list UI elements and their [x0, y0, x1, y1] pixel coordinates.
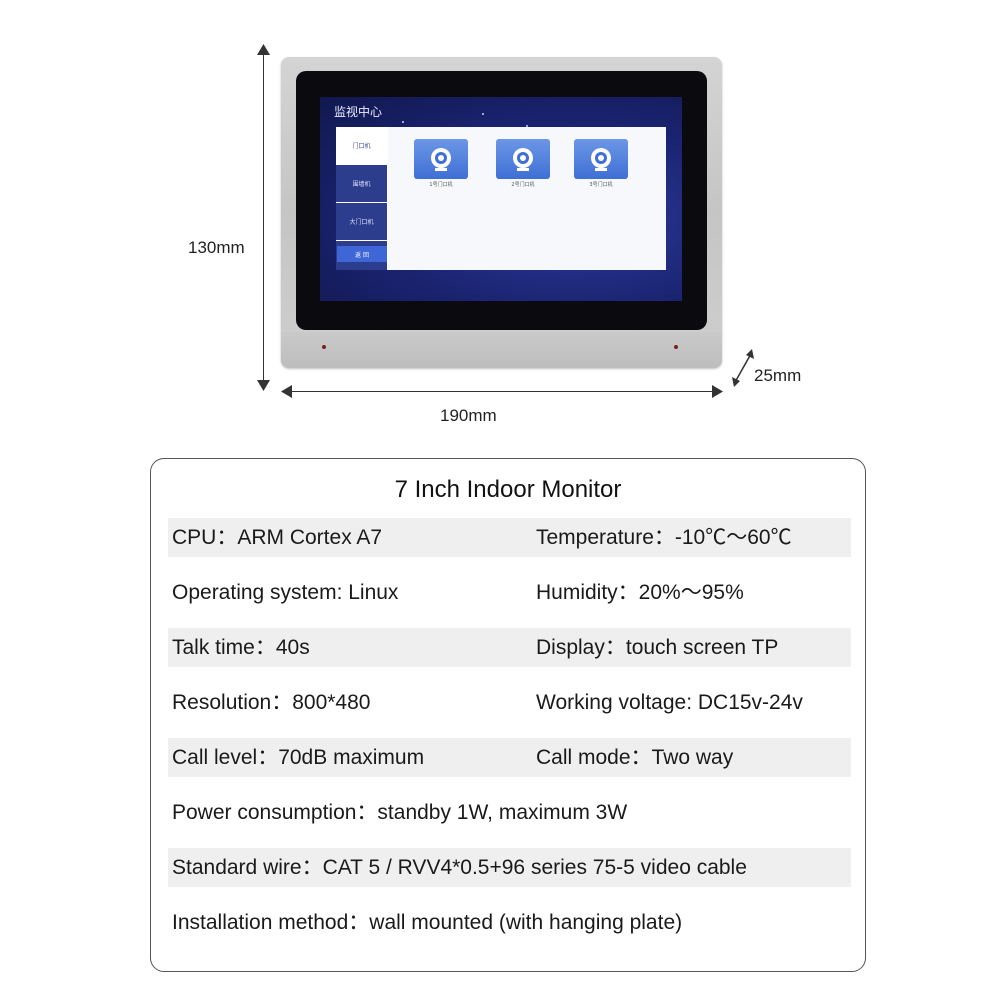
camera-label-1: 1号门口机 — [429, 182, 453, 188]
screen-sparkle — [482, 113, 484, 115]
height-dimension-line — [263, 50, 264, 388]
spec-cell-left: CPU：ARM Cortex A7 — [172, 526, 383, 549]
spec-row: Power consumption：standby 1W, maximum 3W — [168, 793, 851, 832]
screen-bezel: 监视中心 门口机 围墙机 大门口机 网络摄像机 1号门口机 2号门口机 — [296, 71, 707, 330]
spec-row: Call level：70dB maximum Call mode：Two wa… — [168, 738, 851, 777]
width-dimension-line — [284, 391, 722, 392]
screen-sparkle — [402, 121, 404, 123]
camera-label-2: 2号门口机 — [511, 182, 535, 188]
depth-dimension-icon — [732, 349, 754, 387]
height-label: 130mm — [188, 238, 245, 257]
spec-cell-left: Standard wire：CAT 5 / RVV4*0.5+96 series… — [172, 856, 747, 879]
spec-cell-left: Installation method：wall mounted (with h… — [172, 911, 683, 934]
arrow-down-icon — [257, 380, 270, 391]
spec-box: 7 Inch Indoor Monitor CPU：ARM Cortex A7 … — [150, 458, 866, 972]
screen-title: 监视中心 — [334, 105, 383, 119]
spec-cell-right: Temperature：-10℃～60℃ — [536, 526, 792, 549]
spec-cell-left: Operating system: Linux — [172, 581, 399, 604]
device-bottom-strip — [281, 332, 722, 368]
spec-row: Resolution：800*480 Working voltage: DC15… — [168, 683, 851, 722]
spec-cell-left: Resolution：800*480 — [172, 691, 371, 714]
spec-cell-right: Call mode：Two way — [536, 746, 734, 769]
screen-sparkle — [526, 125, 528, 127]
spec-row: Installation method：wall mounted (with h… — [168, 903, 851, 942]
sidebar-item-gate[interactable]: 大门口机 — [336, 203, 387, 240]
depth-label: 25mm — [754, 366, 802, 385]
camera-label-3: 3号门口机 — [589, 182, 613, 188]
sidebar-item-wall[interactable]: 围墙机 — [336, 165, 387, 202]
camera-tile-1[interactable] — [414, 139, 468, 179]
arrow-right-icon — [712, 385, 723, 398]
spec-row: Talk time：40s Display：touch screen TP — [168, 628, 851, 667]
back-button[interactable]: 返 回 — [337, 246, 387, 262]
camera-icon — [591, 148, 611, 171]
spec-cell-right: Working voltage: DC15v-24v — [536, 691, 803, 714]
sidebar-item-door[interactable]: 门口机 — [336, 127, 387, 164]
indicator-light-right — [674, 345, 678, 349]
camera-tile-2[interactable] — [496, 139, 550, 179]
spec-row: Standard wire：CAT 5 / RVV4*0.5+96 series… — [168, 848, 851, 887]
spec-title: 7 Inch Indoor Monitor — [394, 476, 622, 503]
width-label: 190mm — [440, 406, 497, 425]
arrow-up-icon — [257, 44, 270, 55]
spec-cell-right: Display：touch screen TP — [536, 636, 779, 659]
spec-cell-left: Talk time：40s — [172, 636, 310, 659]
spec-row: Operating system: Linux Humidity：20%～95% — [168, 573, 851, 612]
camera-icon — [431, 148, 451, 171]
arrow-left-icon — [281, 385, 292, 398]
camera-icon — [513, 148, 533, 171]
spec-row: CPU：ARM Cortex A7 Temperature：-10℃～60℃ — [168, 518, 851, 557]
spec-cell-right: Humidity：20%～95% — [536, 581, 744, 604]
camera-tile-3[interactable] — [574, 139, 628, 179]
spec-cell-left: Call level：70dB maximum — [172, 746, 425, 769]
indoor-monitor-device: 监视中心 门口机 围墙机 大门口机 网络摄像机 1号门口机 2号门口机 — [281, 57, 722, 368]
indicator-light-left — [322, 345, 326, 349]
spec-cell-left: Power consumption：standby 1W, maximum 3W — [172, 801, 628, 824]
device-screen: 监视中心 门口机 围墙机 大门口机 网络摄像机 1号门口机 2号门口机 — [320, 97, 682, 301]
